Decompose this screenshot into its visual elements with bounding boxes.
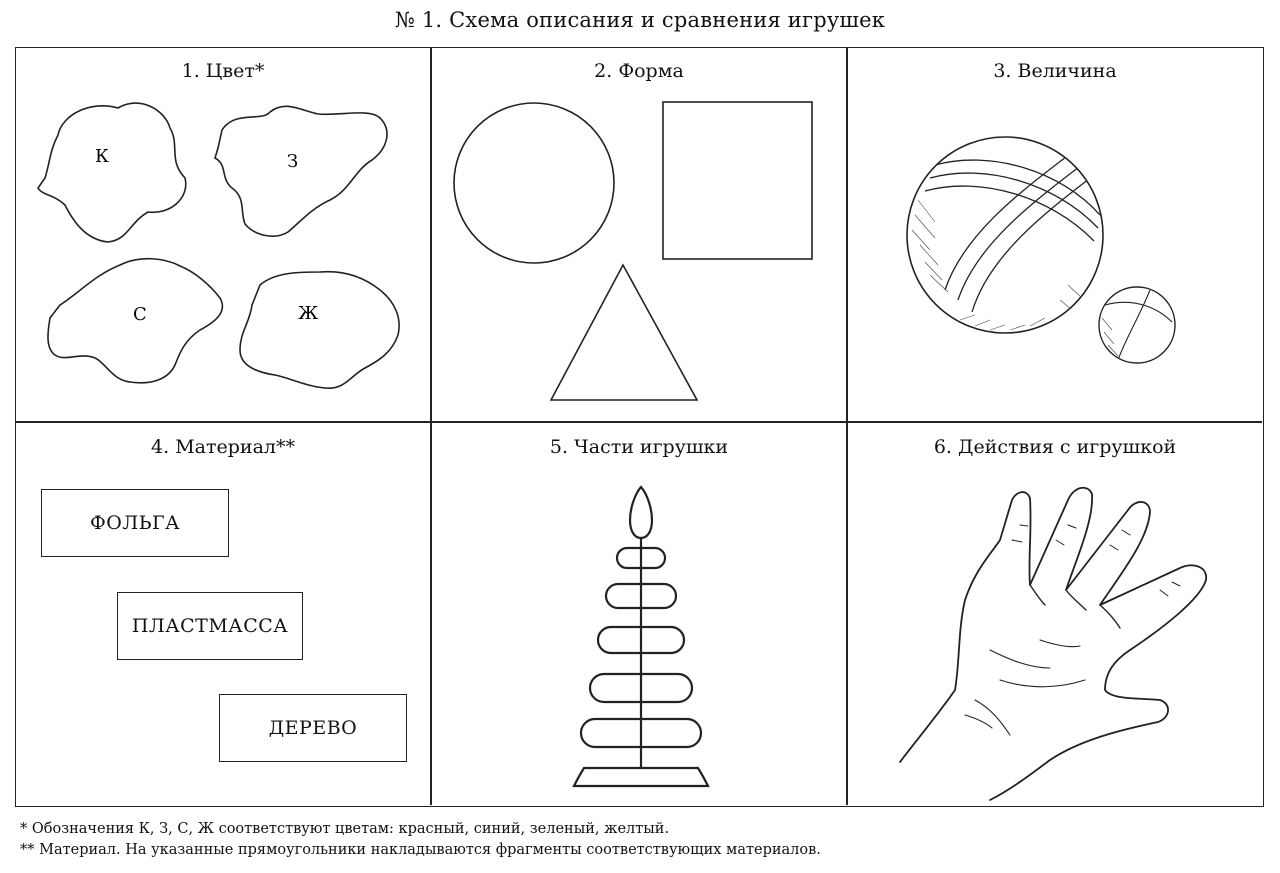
- blob-blue: [47, 257, 224, 384]
- scheme-grid: [15, 47, 1264, 807]
- grid-divider-vertical-1: [430, 48, 432, 805]
- square-shape: [662, 101, 813, 260]
- cell-title-color: 1. Цвет*: [181, 60, 265, 82]
- blob-letter-yellow: Ж: [298, 303, 319, 324]
- pyramid-ring-3: [596, 625, 686, 655]
- pyramid-ring-1: [615, 546, 667, 570]
- triangle-shape: [549, 263, 699, 401]
- cell-title-parts: 5. Части игрушки: [549, 436, 729, 458]
- blob-letter-red: К: [95, 146, 109, 167]
- cell-title-material: 4. Материал**: [151, 436, 295, 458]
- cell-title-actions: 6. Действия с игрушкой: [933, 436, 1177, 458]
- pyramid-ring-2: [604, 582, 678, 610]
- large-ball: [906, 136, 1104, 334]
- footnote-colors: * Обозначения К, З, С, Ж соответствуют ц…: [20, 821, 670, 837]
- pyramid-ring-5: [579, 717, 703, 749]
- cell-title-size: 3. Величина: [993, 60, 1117, 82]
- blob-red: [37, 102, 187, 243]
- cell-title-shape: 2. Форма: [594, 60, 684, 82]
- blob-green: [214, 105, 388, 237]
- hand-outline: [899, 486, 1207, 801]
- material-box-wood: ДЕРЕВО: [219, 694, 407, 762]
- grid-divider-horizontal: [16, 421, 1262, 423]
- blob-yellow: [239, 270, 400, 389]
- small-ball: [1098, 286, 1176, 364]
- footnote-material: ** Материал. На указанные прямоугольники…: [20, 842, 821, 858]
- blob-letter-green: З: [287, 151, 298, 172]
- pyramid-base: [572, 766, 710, 788]
- grid-divider-vertical-2: [846, 48, 848, 805]
- blob-letter-blue: С: [133, 304, 147, 325]
- circle-shape: [453, 102, 615, 264]
- material-box-plastic: ПЛАСТМАССА: [117, 592, 303, 660]
- page-title: № 1. Схема описания и сравнения игрушек: [394, 8, 886, 32]
- material-box-foil: ФОЛЬГА: [41, 489, 229, 557]
- pyramid-ring-4: [588, 672, 694, 704]
